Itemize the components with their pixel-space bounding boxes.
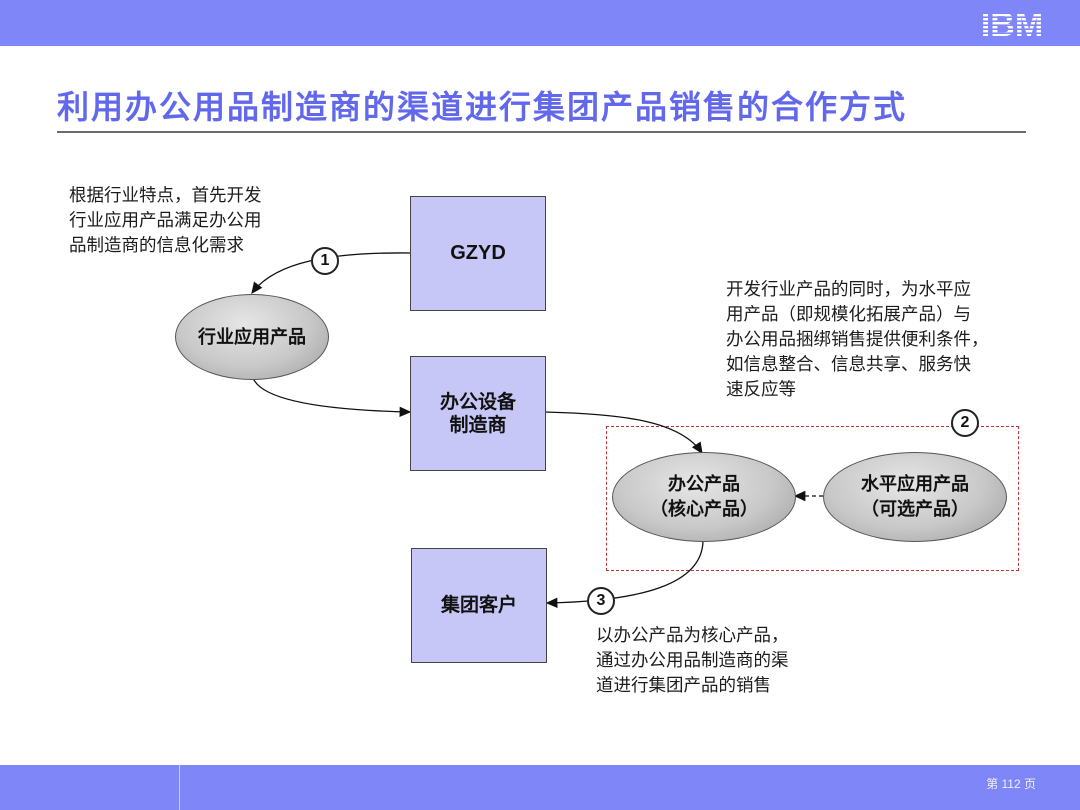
industry-app-product-node: 行业应用产品 [175,294,329,380]
step-2-badge: 2 [951,409,979,437]
step-1-badge: 1 [311,247,339,275]
bottom-banner [0,765,1080,810]
arrow-industry-app-to-manufacturer [252,377,412,417]
footer-divider [179,765,180,810]
top-banner: IBM [0,0,1080,46]
note-sales-channel: 以办公产品为核心产品， 通过办公用品制造商的渠 道进行集团产品的销售 [596,626,789,696]
office-product-node: 办公产品 （核心产品） [612,452,796,542]
title-divider [57,131,1026,133]
horizontal-app-product-node: 水平应用产品 （可选产品） [823,452,1007,542]
note-industry-first: 根据行业特点，首先开发 行业应用产品满足办公用 品制造商的信息化需求 [69,186,262,256]
page-number: 第 112 页 [986,777,1036,791]
page-title: 利用办公用品制造商的渠道进行集团产品销售的合作方式 [57,88,908,126]
optional-products-group [606,426,1019,571]
logo-text: IBM [981,6,1043,40]
manufacturer-box: 办公设备 制造商 [410,356,546,471]
step-3-badge: 3 [587,587,615,615]
gzyd-box: GZYD [410,196,546,311]
group-customer-box: 集团客户 [411,548,547,663]
ibm-logo: IBM [981,6,1043,40]
note-horizontal-bundle: 开发行业产品的同时，为水平应 用产品（即规模化拓展产品）与 办公用品捆绑销售提供… [726,280,989,400]
